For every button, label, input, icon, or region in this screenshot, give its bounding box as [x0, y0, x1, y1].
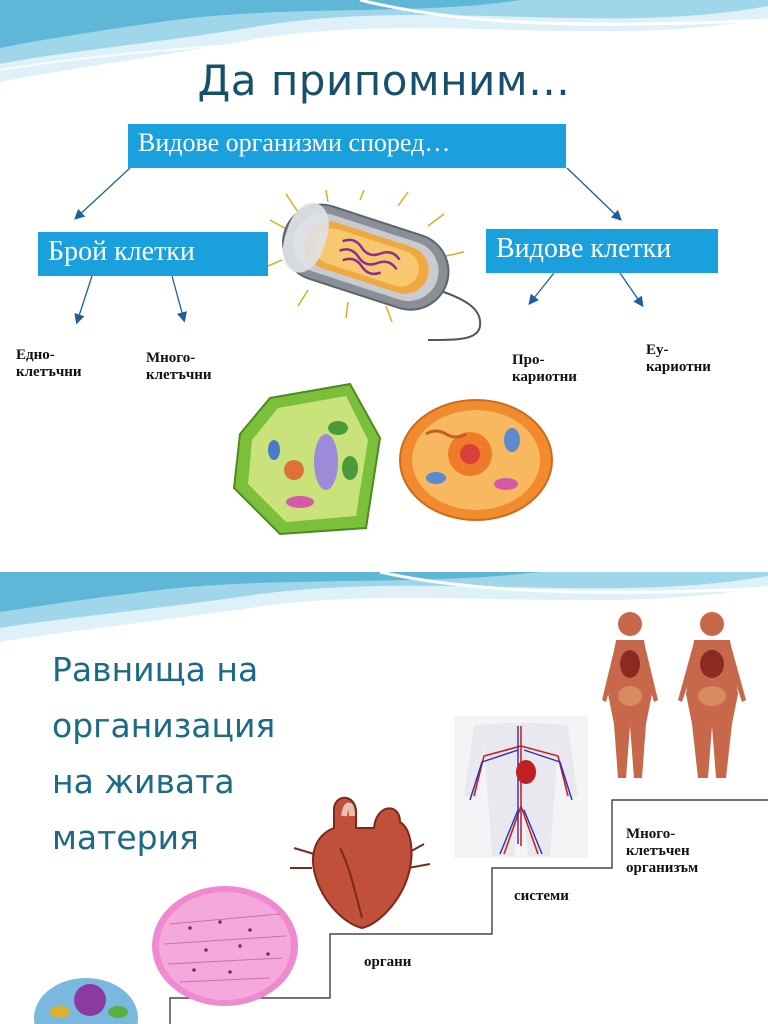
cell-image [34, 978, 138, 1024]
arrow-multicellular [171, 275, 187, 323]
step-label-organism: Много- клетъчен организъм [626, 826, 699, 876]
slide-title-2: Равнища на организация на живата материя [52, 642, 275, 866]
label-multicellular: Много- клетъчни [146, 350, 212, 383]
cell-count-label: Брой клетки [48, 236, 195, 267]
connector-arrows [74, 167, 644, 325]
cell-type-box: Видове клетки [486, 229, 718, 273]
arrow-root-right [566, 167, 622, 221]
title-line-3: на живата [52, 762, 235, 801]
animal-cell-image [399, 399, 553, 521]
cell-count-box: Брой клетки [38, 232, 268, 276]
title-line-2: организация [52, 706, 276, 745]
title-line-1: Равнища на [52, 650, 259, 689]
circulatory-system-image [454, 716, 588, 858]
slide-organization-levels: Равнища на организация на живата материя… [0, 572, 768, 1024]
header-wave-decoration [0, 0, 768, 82]
plant-cell-image [232, 382, 382, 536]
human-bodies-image [590, 604, 758, 780]
step-label-systems: системи [514, 888, 569, 904]
root-box-label: Видове организми според… [138, 128, 451, 157]
root-box: Видове организми според… [128, 124, 566, 168]
slide-title: Да припомним… [197, 56, 571, 105]
step-label-organs: органи [364, 954, 412, 970]
title-line-4: материя [52, 818, 199, 857]
label-prokaryotic: Про- кариотни [512, 352, 577, 385]
arrow-root-left [74, 167, 131, 220]
cell-type-label: Видове клетки [496, 233, 672, 264]
heart-image [290, 796, 431, 930]
header-wave-decoration-2 [0, 572, 768, 642]
label-eukaryotic: Еу- кариотни [646, 342, 711, 375]
tissue-image [152, 886, 298, 1006]
bacterium-image [268, 190, 482, 341]
arrow-eukaryotic [619, 272, 644, 308]
slide-recall: Да припомним… Видове организми според… Б… [0, 0, 768, 536]
arrow-prokaryotic [528, 272, 555, 306]
arrow-unicellular [74, 275, 93, 325]
label-unicellular: Едно- клетъчни [16, 347, 82, 380]
